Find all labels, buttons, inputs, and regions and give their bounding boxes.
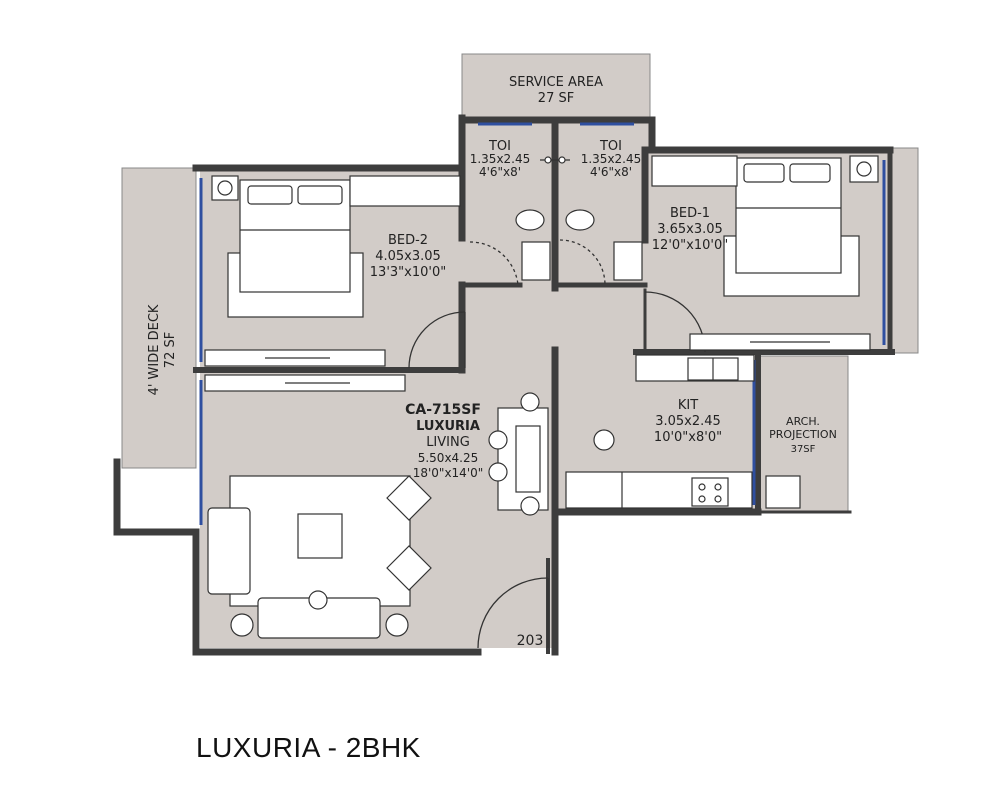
toilet-left-imperial: 4'6"x8'	[479, 165, 521, 179]
carpet-area-label: CA-715SF	[405, 402, 481, 418]
unit-number: 203	[517, 633, 544, 649]
deck-zone	[121, 167, 197, 469]
toilet-right-label: TOI 1.35x2.45 4'6"x8'	[581, 139, 642, 179]
bed-2-imperial: 13'3"x10'0"	[370, 265, 446, 280]
arch-projection-line1: ARCH.	[786, 415, 820, 428]
arch-projection-size: 37SF	[791, 444, 816, 455]
living-name: LIVING	[426, 435, 470, 450]
kitchen-fixtures	[565, 354, 801, 509]
service-area-zone	[461, 53, 651, 121]
bed-2-furniture	[204, 175, 461, 392]
bed-1-name: BED-1	[670, 206, 710, 221]
living-label: CA-715SF LUXURIA LIVING 5.50x4.25 18'0"x…	[405, 402, 483, 480]
service-area-size: 27 SF	[538, 91, 574, 106]
arch-projection-label: ARCH. PROJECTION 37SF	[769, 415, 837, 455]
deck-size: 72 SF	[163, 332, 178, 368]
deck-label: 4' WIDE DECK 72 SF	[147, 304, 178, 395]
bed-1-furniture	[651, 155, 879, 351]
bed-2-metric: 4.05x3.05	[375, 249, 441, 264]
toilet-left-metric: 1.35x2.45	[470, 152, 531, 166]
kitchen-label: KIT 3.05x2.45 10'0"x8'0"	[654, 398, 722, 445]
bed-1-imperial: 12'0"x10'0"	[652, 238, 728, 253]
bed-1-metric: 3.65x3.05	[657, 222, 723, 237]
living-furniture	[207, 392, 549, 639]
balcony-right-zone	[889, 147, 919, 354]
bed-1-label: BED-1 3.65x3.05 12'0"x10'0"	[652, 206, 728, 253]
project-name-label: LUXURIA	[416, 419, 480, 434]
kitchen-metric: 3.05x2.45	[655, 414, 721, 429]
living-imperial: 18'0"x14'0"	[413, 466, 484, 480]
toilet-right-imperial: 4'6"x8'	[590, 165, 632, 179]
walls	[113, 114, 895, 656]
toilet-right-metric: 1.35x2.45	[581, 152, 642, 166]
service-area-name: SERVICE AREA	[509, 75, 603, 90]
windows	[199, 122, 886, 525]
bed-2-label: BED-2 4.05x3.05 13'3"x10'0"	[370, 233, 446, 280]
toilet-right-name: TOI	[599, 139, 622, 154]
arch-projection-line2: PROJECTION	[769, 428, 837, 441]
living-metric: 5.50x4.25	[418, 451, 479, 465]
service-area-label: SERVICE AREA 27 SF	[509, 75, 603, 106]
toilet-fixtures	[515, 156, 643, 281]
bed-2-name: BED-2	[388, 233, 428, 248]
toilet-left-name: TOI	[488, 139, 511, 154]
plan-title: LUXURIA - 2BHK	[196, 732, 421, 763]
deck-name: 4' WIDE DECK	[147, 304, 162, 395]
kitchen-imperial: 10'0"x8'0"	[654, 430, 722, 445]
toilet-left-label: TOI 1.35x2.45 4'6"x8'	[470, 139, 531, 179]
kitchen-name: KIT	[678, 398, 698, 413]
